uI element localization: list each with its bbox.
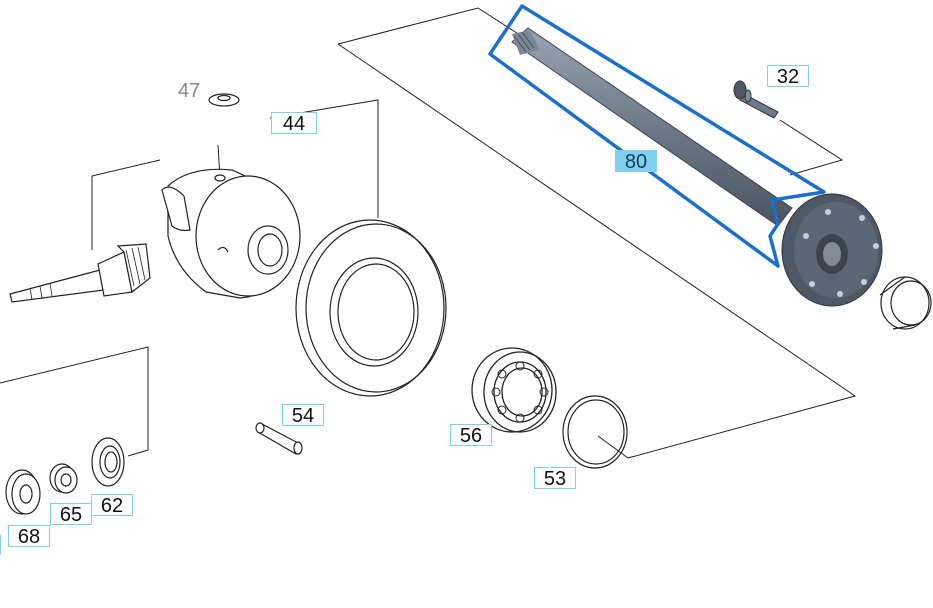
edge-marker: [0, 535, 1, 555]
callout-54[interactable]: 54: [282, 404, 324, 427]
callout-80-selected[interactable]: 80: [615, 150, 657, 173]
callout-65[interactable]: 65: [50, 503, 92, 526]
ring-gear-part[interactable]: [295, 219, 447, 397]
bearing-part[interactable]: [471, 347, 557, 433]
selection-highlight: [488, 4, 826, 268]
nut-part[interactable]: [49, 463, 78, 494]
washer-part[interactable]: [208, 93, 240, 107]
drive-shaft-part[interactable]: [511, 27, 883, 307]
assembly-lines: [0, 7, 857, 459]
differential-housing-part[interactable]: [161, 168, 301, 299]
callout-44[interactable]: 44: [271, 112, 317, 135]
pin-part[interactable]: [255, 422, 303, 455]
flange-part[interactable]: [5, 469, 41, 515]
callout-leaders: [597, 435, 629, 459]
callout-62[interactable]: 62: [91, 494, 133, 517]
seal-part[interactable]: [91, 437, 125, 487]
seal-ring-part[interactable]: [879, 276, 932, 330]
pinion-shaft-part[interactable]: [9, 243, 151, 303]
bolt-part[interactable]: [733, 80, 779, 119]
callout-68[interactable]: 68: [8, 525, 50, 548]
callout-53[interactable]: 53: [534, 467, 576, 490]
snap-ring-part[interactable]: [562, 395, 628, 469]
callout-47[interactable]: 47: [178, 80, 201, 102]
callout-56[interactable]: 56: [450, 424, 492, 447]
callout-32[interactable]: 32: [767, 65, 809, 88]
